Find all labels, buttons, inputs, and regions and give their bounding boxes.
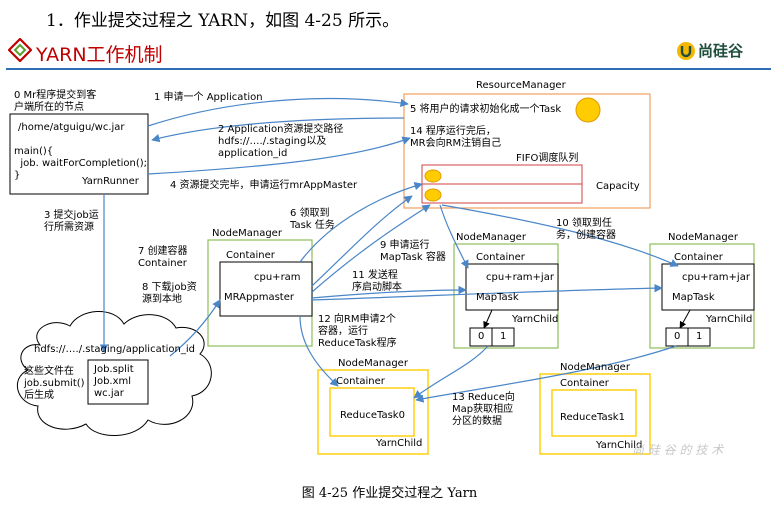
nm-app-container-label: Container bbox=[226, 250, 275, 261]
nm-map2-title: NodeManager bbox=[668, 232, 738, 243]
watermark: 尚 硅 谷 的 技 术 bbox=[632, 443, 724, 457]
rm-step5: 5 将用户的请求初始化成一个Task bbox=[410, 104, 562, 115]
nm-red0-child-label: YarnChild bbox=[376, 438, 423, 449]
nm-map1-child-label: YarnChild bbox=[512, 314, 559, 325]
nm-map2-cpu-label: cpu+ram+jar bbox=[682, 272, 750, 283]
arrow-step10b bbox=[441, 204, 679, 267]
nm-map1-container-label: Container bbox=[476, 252, 525, 263]
brand-name: 尚硅谷 bbox=[698, 42, 744, 60]
figure-caption: 图 4-25 作业提交过程之 Yarn bbox=[301, 486, 478, 501]
step10-label: 10 领取到任 务，创建容器 bbox=[556, 218, 616, 241]
step11-label: 11 发送程 序启动脚本 bbox=[352, 270, 402, 293]
arrow-map1-output bbox=[483, 309, 493, 329]
arrow-step6 bbox=[299, 182, 423, 263]
step6-label: 6 领取到 Task 任务 bbox=[290, 208, 335, 231]
black-arrows bbox=[483, 309, 691, 329]
capacity-label: Capacity bbox=[596, 181, 640, 192]
client-node-box bbox=[9, 113, 149, 195]
client-note: 0 Mr程序提交到客 户端所在的节点 bbox=[14, 90, 97, 113]
nm-map2-child-label: YarnChild bbox=[706, 314, 753, 325]
nm-red1-title: NodeManager bbox=[560, 362, 630, 373]
reducetask1-label: ReduceTask1 bbox=[560, 412, 625, 423]
task-circle-icon bbox=[575, 97, 601, 123]
arrow-step4 bbox=[147, 136, 411, 175]
step13-label: 13 Reduce向 Map获取相应 分区的数据 bbox=[452, 392, 515, 427]
nm-map1-title: NodeManager bbox=[456, 232, 526, 243]
nm-map1-partition-1: 1 bbox=[500, 331, 507, 342]
queue-task-icon bbox=[424, 188, 442, 202]
arrow-step14 bbox=[311, 195, 413, 287]
hdfs-files: Job.split Job.xml wc.jar bbox=[94, 364, 134, 399]
nm-map1-partition-0: 0 bbox=[478, 331, 485, 342]
nm-map2-partition-0: 0 bbox=[674, 331, 681, 342]
step12-label: 12 向RM申请2个 容器，运行 ReduceTask程序 bbox=[318, 314, 397, 349]
nm-map2-container-label: Container bbox=[674, 252, 723, 263]
nm-map2-task-label: MapTask bbox=[672, 292, 715, 303]
step4-label: 4 资源提交完毕，申请运行mrAppMaster bbox=[170, 180, 358, 191]
client-jar-path: /home/atguigu/wc.jar bbox=[18, 122, 125, 133]
queue-task-icon bbox=[424, 169, 442, 183]
arrow-step10a bbox=[439, 204, 469, 269]
slide-title: YARN工作机制 bbox=[36, 44, 163, 66]
brand: 尚硅谷 bbox=[676, 40, 743, 61]
arrow-step11b bbox=[311, 283, 663, 301]
hdfs-path: hdfs://…./.staging/application_id bbox=[34, 344, 195, 355]
nm-map2-container-box bbox=[661, 263, 755, 311]
nm-red0-container-box bbox=[329, 387, 415, 437]
arrow-step12 bbox=[299, 315, 339, 387]
step1-label: 1 申请一个 Application bbox=[154, 92, 263, 103]
step7-label: 7 创建容器 Container bbox=[138, 246, 188, 269]
arrow-step1 bbox=[147, 97, 409, 127]
nm-app-cpu-label: cpu+ram bbox=[254, 272, 301, 283]
nm-red0-container-label: Container bbox=[336, 376, 385, 387]
arrow-step13a bbox=[413, 345, 489, 399]
rm-step14: 14 程序运行完后， MR会向RM注销自己 bbox=[410, 126, 502, 149]
arrow-step8 bbox=[169, 299, 221, 357]
rm-title: ResourceManager bbox=[476, 80, 566, 91]
hdfs-files-box bbox=[87, 359, 149, 405]
arrow-map2-output bbox=[679, 309, 691, 329]
nm-app-container-box bbox=[219, 261, 313, 317]
hdfs-note: 这些文件在 job.submit() 后生成 bbox=[24, 366, 85, 401]
reducetask0-label: ReduceTask0 bbox=[340, 410, 405, 421]
nm-red1-child-label: YarnChild bbox=[596, 440, 643, 451]
nm-red1-container-box bbox=[551, 389, 637, 437]
arrow-step2 bbox=[151, 117, 405, 143]
arrow-step9 bbox=[311, 204, 431, 293]
arrow-step13b bbox=[415, 345, 677, 403]
nm-app-title: NodeManager bbox=[212, 228, 282, 239]
nm-red0-title: NodeManager bbox=[338, 358, 408, 369]
diamond-logo-icon bbox=[8, 38, 32, 62]
step9-label: 9 申请运行 MapTask 容器 bbox=[380, 240, 446, 263]
nm-map1-task-label: MapTask bbox=[476, 292, 519, 303]
nm-map1-cpu-label: cpu+ram+jar bbox=[486, 272, 554, 283]
mrappmaster-label: MRAppmaster bbox=[224, 292, 294, 303]
step2-label: 2 Application资源提交路径 hdfs://…./.staging以及… bbox=[218, 124, 344, 159]
step8-label: 8 下载job资 源到本地 bbox=[142, 282, 197, 305]
page-heading: 1．作业提交过程之 YARN，如图 4-25 所示。 bbox=[46, 11, 400, 31]
nm-red1-container-label: Container bbox=[560, 378, 609, 389]
u-logo-icon bbox=[677, 41, 695, 60]
yarn-runner-label: YarnRunner bbox=[82, 176, 139, 187]
fifo-label: FIFO调度队列 bbox=[516, 153, 579, 164]
client-code: main(){ job. waitForCompletion(); } bbox=[14, 146, 148, 181]
title-rule bbox=[6, 68, 771, 70]
blue-arrows bbox=[99, 97, 679, 403]
nm-map2-partition-1: 1 bbox=[696, 331, 703, 342]
arrow-step11a bbox=[311, 285, 467, 299]
step3-label: 3 提交job运 行所需资源 bbox=[44, 210, 99, 233]
